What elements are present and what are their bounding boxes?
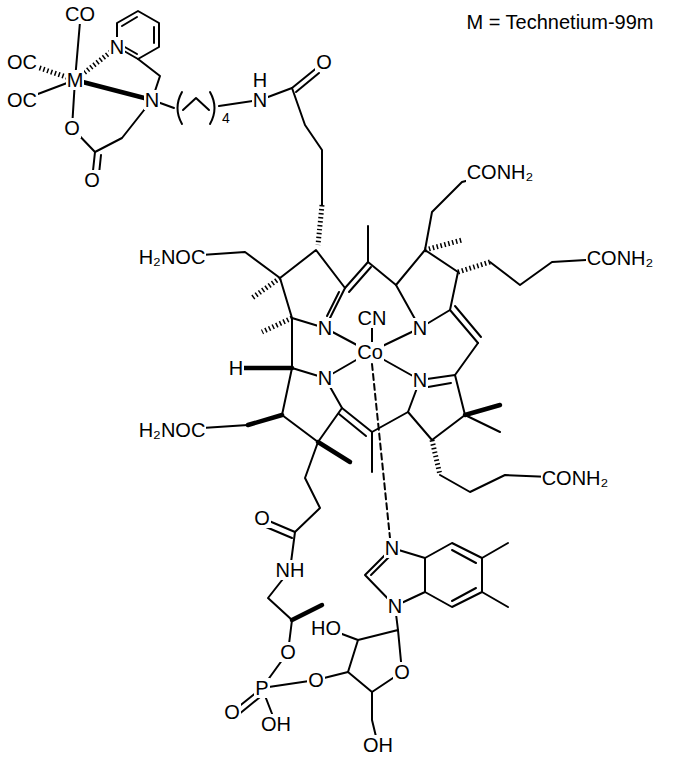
bond (122, 17, 137, 26)
bond (425, 240, 462, 250)
bond (465, 415, 500, 432)
atom-label: H (228, 358, 244, 378)
atom-label: OC (6, 52, 38, 72)
bond (240, 366, 292, 371)
atom-label: N (412, 318, 428, 338)
atom-label: O (83, 170, 101, 190)
bond (262, 318, 292, 332)
atom-label: N (412, 370, 428, 390)
bond (371, 557, 389, 575)
atom-label: 4 (221, 111, 231, 125)
atom-label: NH (275, 560, 306, 580)
atom-label: O (307, 670, 325, 690)
atom-label: N (387, 596, 403, 616)
bond (327, 292, 339, 316)
atom-label: M (66, 70, 85, 90)
bond (371, 432, 373, 472)
bond (428, 383, 451, 387)
bond (425, 543, 482, 607)
bond (291, 318, 293, 368)
atom-label: N (252, 90, 268, 110)
bond (292, 88, 322, 205)
atom-label: O (393, 662, 411, 682)
bond (339, 414, 366, 436)
atom-label: OC (6, 90, 38, 110)
bond (455, 306, 481, 337)
bond (452, 588, 476, 601)
atom-label: N (317, 318, 333, 338)
bond (290, 442, 320, 570)
bond (252, 278, 280, 298)
bond (318, 442, 350, 462)
bond (482, 543, 508, 558)
atom-label: OH (260, 714, 292, 734)
bond (262, 672, 348, 688)
bond (153, 27, 155, 43)
atom-label: P (254, 678, 269, 698)
bond (425, 172, 500, 250)
atom-label: O (223, 702, 241, 722)
atom-label: O (279, 642, 297, 662)
atom-label: N (384, 538, 400, 558)
atom-label: O (253, 508, 271, 528)
atom-label: CONH₂ (466, 162, 535, 182)
atom-label: N (317, 368, 333, 388)
atom-label: CONH₂ (541, 468, 610, 488)
bond (296, 73, 319, 92)
bond (432, 440, 440, 475)
atom-label: OH (362, 735, 394, 755)
bond (450, 310, 478, 343)
atom-label: HO (310, 618, 342, 638)
bond (458, 262, 490, 272)
bond (72, 100, 152, 152)
bond (455, 343, 478, 375)
bond (482, 592, 508, 607)
bond (183, 98, 209, 110)
bond (282, 368, 342, 442)
bond (248, 415, 282, 425)
atom-label: H (252, 70, 268, 90)
bond (262, 570, 292, 688)
atom-label: CONH₂ (586, 248, 655, 268)
atom-label: Co (356, 342, 384, 362)
bond (318, 205, 322, 245)
bond (368, 262, 396, 285)
bond (452, 550, 476, 563)
atom-label: H₂NOC (138, 247, 207, 267)
bond (266, 527, 292, 538)
bracket (210, 92, 215, 124)
bond (349, 267, 371, 292)
atom-label: O (63, 118, 81, 138)
atom-label: H₂NOC (138, 420, 207, 440)
atom-label: CO (64, 4, 96, 24)
atom-label: CN (357, 308, 388, 328)
bond (367, 226, 369, 262)
coordination-bond (372, 364, 390, 538)
atom-label: O (315, 52, 333, 72)
bond (396, 250, 458, 328)
atom-label: N (144, 90, 160, 110)
key-text: M = Technetium-99m (466, 12, 655, 32)
bracket (178, 92, 183, 124)
atom-label: N (109, 37, 125, 57)
bond (75, 80, 152, 100)
bond (465, 405, 500, 415)
